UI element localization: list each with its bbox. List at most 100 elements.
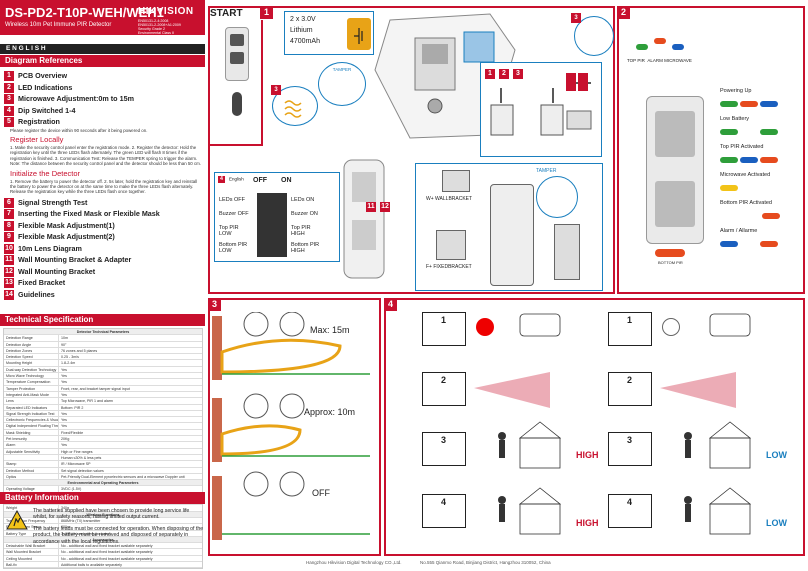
table-cell-value: Yes [61,367,67,372]
dip-row-1-right: LEDs ON [291,197,315,203]
red-led-icon [760,241,778,247]
tamper-label-2: TAMPER [536,168,557,174]
table-cell-value: No - additional wall and fixed bracket a… [61,544,153,549]
side-bracket-image [554,224,580,280]
panel-2-led-indications: 2 [617,6,805,294]
table-cell-key: Detection Angle [4,341,59,347]
table-cell-value: Additional balls to available separately [61,562,122,567]
table-row: Human ≤30% & less pets [4,454,202,462]
wall-bracket-image [442,170,470,192]
fixed-bracket-image [436,230,466,260]
yellow-led-icon [720,185,738,191]
initialize-title: Initialize the Detector [10,168,81,178]
table-cell-value: 868MHz (TX) transmitter [61,518,101,523]
table-cell-key: Weight [4,505,59,511]
table-cell-value: 10m [61,336,68,341]
table-cell-key: Transmission Frequency [4,517,59,524]
high-label-1: HIGH [576,450,599,460]
table-cell-value: 340g [61,506,69,511]
table-cell-key: Mask Shielding [4,429,59,436]
table-cell-value: Yes [61,418,67,423]
key-fob-icon [232,92,242,116]
table-cell-value: 3×3V Lithium battery (included) [61,531,111,536]
range-max-label: Max: 15m [310,325,350,335]
dip-4-right: 4 [608,494,652,528]
start-label: START [210,8,243,19]
table-cell-key: Detachable Wall Bracket [4,543,59,549]
table-cell-value: High or Fine ranges [61,449,93,454]
dip-row-1-left: LEDs OFF [219,197,245,203]
table-cell-value: Front, rear, and bracket tamper signal i… [61,386,130,391]
blue-led-icon [720,241,738,247]
detector-housing-image [343,159,385,279]
green-led-icon [720,101,738,107]
model-subtitle: Wireless 10m Pet Immune PIR Detector [5,22,112,28]
battery-type: Lithium [290,27,313,34]
table-cell-value: 1.8-2.4m [61,361,76,366]
battery-text-2: The battery leads must be connected for … [33,526,204,545]
table-cell-value: 20Kg [61,437,70,442]
battery-text-1: The batteries supplied have been chosen … [33,508,190,521]
table-row: Cellectronic Frequencies & Visual Interf… [4,417,202,424]
list-item: Bottom PIR Activated [720,200,804,228]
table-cell-value: Yes [61,424,67,429]
dip-3-left: 3 [422,432,466,466]
table-header: Wireless Functions [4,511,202,518]
list-item: Low Battery [720,116,804,144]
dip-switch-graphic [257,193,287,257]
battery-count: 2 x 3.0V [290,16,316,23]
microwave-callout: 3 [271,85,318,126]
red-led-icon [760,157,778,163]
callout-3: 3 [571,13,614,56]
dip-1-right: 1 [608,312,652,346]
green-led-icon [760,129,778,135]
high-label-2: HIGH [576,518,599,528]
brand-logo: HIKVISION [138,6,194,17]
table-cell-key: Wall Mounted Bracket [4,549,59,555]
red-led-icon [740,101,758,107]
table-cell-key: Detection Range [4,335,59,341]
table-cell-key: Micro Wave Technology [4,373,59,379]
table-cell-value: 3VDC (1.5V) [61,487,82,492]
table-cell-key: Detection Zones [4,347,59,354]
table-cell-key: Stamp [4,461,59,467]
table-cell-key: Temperature Compensation [4,379,59,385]
blue-led-icon [760,101,778,107]
model-title: DS-PD2-T10P-WEH/WEH1 [5,5,164,20]
table-cell-value: Bottom: PIR 2 [61,405,84,410]
dip-row-3-right: Top PIR HIGH [291,225,311,237]
table-cell-key: Tamper Protection [4,385,59,391]
table-cell-value: IR / Microwave SP [61,462,91,467]
table-cell-value: Pet-Friendly Dual-Element pyroelectric s… [61,474,185,479]
tamper-spring-callout [536,176,578,218]
start-box [208,20,263,146]
table-header: Accessories [4,536,202,544]
